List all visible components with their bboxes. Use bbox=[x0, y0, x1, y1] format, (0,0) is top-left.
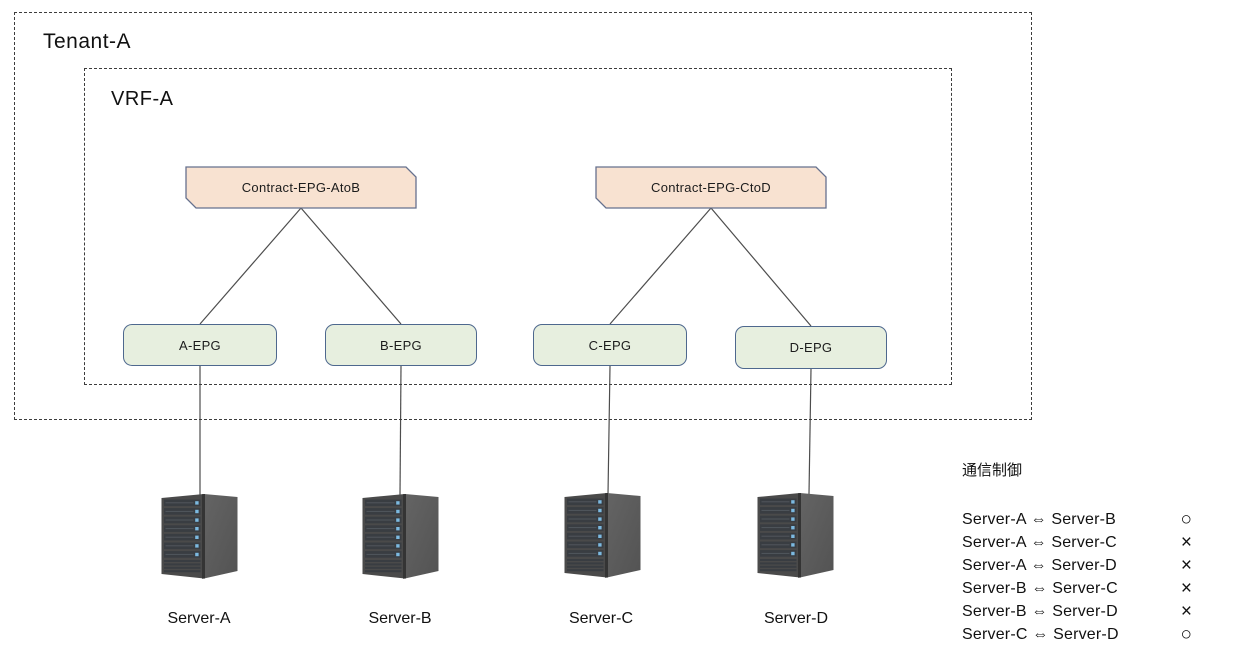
legend-row: Server-A ⇔ Server-C × bbox=[962, 531, 1194, 554]
epg-label: B-EPG bbox=[380, 337, 422, 353]
server-icon bbox=[757, 493, 834, 578]
server-label-a: Server-A bbox=[167, 610, 231, 627]
server-icon bbox=[564, 493, 641, 578]
vrf-a-container: VRF-A bbox=[84, 68, 952, 385]
contract-node-atob: Contract-EPG-AtoB bbox=[186, 167, 416, 208]
legend-status: × bbox=[1180, 532, 1192, 553]
vrf-label: VRF-A bbox=[111, 88, 174, 110]
connector-contract-atob-to-a-epg bbox=[199, 207, 302, 325]
server-label-c: Server-C bbox=[568, 610, 633, 627]
legend-pair: Server-A ⇔ Server-C bbox=[962, 533, 1117, 551]
legend-pair: Server-B ⇔ Server-D bbox=[962, 602, 1118, 620]
epg-node-a: A-EPG bbox=[123, 324, 277, 366]
legend-pair: Server-A ⇔ Server-B bbox=[962, 510, 1117, 528]
epg-label: A-EPG bbox=[179, 337, 221, 353]
contract-shape-ctod bbox=[595, 166, 827, 209]
epg-node-c: C-EPG bbox=[533, 324, 687, 366]
connector-b-epg-to-server-b bbox=[399, 365, 402, 496]
tenant-a-container: Tenant-A bbox=[14, 12, 1032, 420]
server-icon bbox=[161, 494, 238, 579]
legend-status: ○ bbox=[1180, 624, 1192, 645]
legend-status: × bbox=[1180, 578, 1192, 599]
legend-pair: Server-C ⇔ Server-D bbox=[962, 625, 1119, 643]
server-icon bbox=[362, 494, 439, 579]
tenant-label: Tenant-A bbox=[43, 30, 132, 53]
contract-label: Contract-EPG-AtoB bbox=[241, 180, 361, 195]
connector-contract-atob-to-b-epg bbox=[300, 207, 402, 325]
server-label-b: Server-B bbox=[368, 610, 432, 627]
connector-contract-ctod-to-d-epg bbox=[710, 207, 812, 327]
communication-control-legend: 通信制御 Server-A ⇔ Server-B ○ Server-A ⇔ Se… bbox=[962, 459, 1194, 646]
legend-pair: Server-B ⇔ Server-C bbox=[962, 579, 1118, 597]
legend-pair: Server-A ⇔ Server-D bbox=[962, 556, 1117, 574]
connector-c-epg-to-server-c bbox=[607, 365, 611, 495]
epg-node-b: B-EPG bbox=[325, 324, 477, 366]
legend-title: 通信制御 bbox=[962, 462, 1023, 479]
contract-shape-atob bbox=[185, 166, 417, 209]
legend-row: Server-A ⇔ Server-B ○ bbox=[962, 508, 1194, 531]
epg-label: C-EPG bbox=[588, 337, 632, 353]
connector-contract-ctod-to-c-epg bbox=[609, 207, 712, 325]
legend-status: × bbox=[1180, 601, 1192, 622]
server-label-d: Server-D bbox=[763, 610, 828, 627]
legend-row: Server-C ⇔ Server-D ○ bbox=[962, 623, 1194, 646]
legend-row: Server-B ⇔ Server-D × bbox=[962, 600, 1194, 623]
contract-node-ctod: Contract-EPG-CtoD bbox=[596, 167, 826, 208]
contract-label: Contract-EPG-CtoD bbox=[651, 180, 771, 195]
epg-label: D-EPG bbox=[789, 340, 833, 355]
epg-node-d: D-EPG bbox=[735, 326, 887, 369]
legend-row: Server-A ⇔ Server-D × bbox=[962, 554, 1194, 577]
legend-status: × bbox=[1180, 555, 1192, 576]
connector-lines bbox=[199, 207, 812, 496]
legend-status: ○ bbox=[1180, 509, 1192, 530]
connector-d-epg-to-server-d bbox=[808, 368, 812, 495]
legend-row: Server-B ⇔ Server-C × bbox=[962, 577, 1194, 600]
